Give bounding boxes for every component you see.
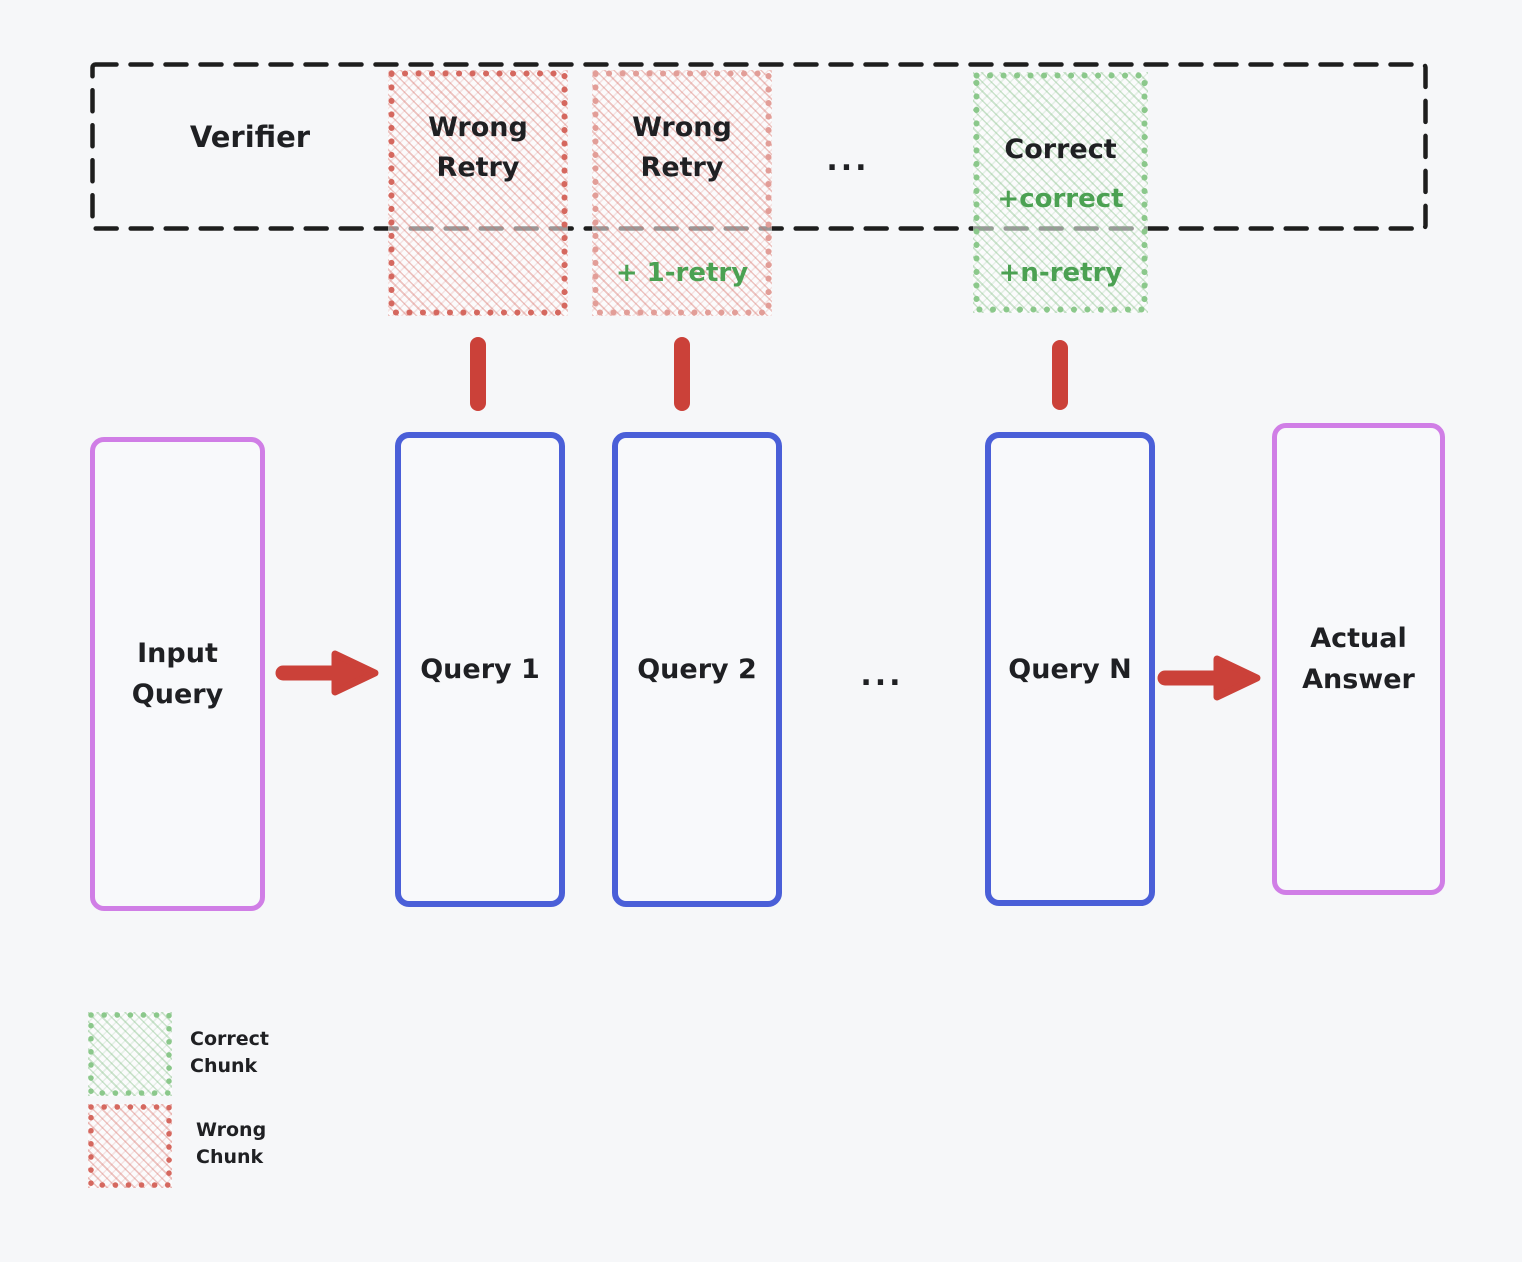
chunk-correct-note: +correct <box>997 184 1124 214</box>
chunk-retry-note: + 1-retry <box>615 258 749 288</box>
input-query-box: Input Query <box>90 437 265 911</box>
arrow-right-icon <box>1157 655 1261 701</box>
chunk-title: Wrong Retry <box>632 112 732 183</box>
legend-wrong-label: Wrong Chunk <box>196 1119 267 1168</box>
dotted-border <box>973 72 1148 313</box>
connector-chunk2-query2 <box>674 337 690 411</box>
actual-answer-box: Actual Answer <box>1272 423 1445 895</box>
dotted-border <box>88 1012 172 1096</box>
legend-correct-swatch <box>88 1012 172 1096</box>
chunk-retry-note: +n-retry <box>998 258 1123 288</box>
correct-chunk: Correct +correct +n-retry <box>973 72 1148 313</box>
actual-answer-label: Actual Answer <box>1302 623 1415 695</box>
chunk-title: Correct <box>1004 134 1117 165</box>
connector-chunk3-queryn <box>1052 340 1068 410</box>
query-n-label: Query N <box>1008 653 1132 685</box>
query-1-box: Query 1 <box>395 432 565 907</box>
verifier-label: Verifier <box>189 120 311 154</box>
verifier-ellipsis: ... <box>826 143 870 178</box>
legend-correct-label: Correct Chunk <box>190 1028 269 1077</box>
wrong-retry-chunk-1: Wrong Retry <box>388 70 568 316</box>
queries-ellipsis: ... <box>860 658 904 693</box>
query-2-label: Query 2 <box>637 654 757 685</box>
legend-wrong-swatch <box>88 1104 172 1188</box>
dotted-border <box>88 1104 172 1188</box>
dotted-border <box>388 70 568 316</box>
query-2-box: Query 2 <box>612 432 782 907</box>
query-1-label: Query 1 <box>420 654 540 685</box>
connector-chunk1-query1 <box>470 337 486 411</box>
input-query-label: Input Query <box>131 638 224 710</box>
wrong-retry-chunk-2: Wrong Retry + 1-retry <box>592 70 772 316</box>
chunk-title: Wrong Retry <box>428 112 528 183</box>
arrow-right-icon <box>275 650 379 696</box>
dotted-border <box>592 70 772 316</box>
query-n-box: Query N <box>985 432 1155 906</box>
